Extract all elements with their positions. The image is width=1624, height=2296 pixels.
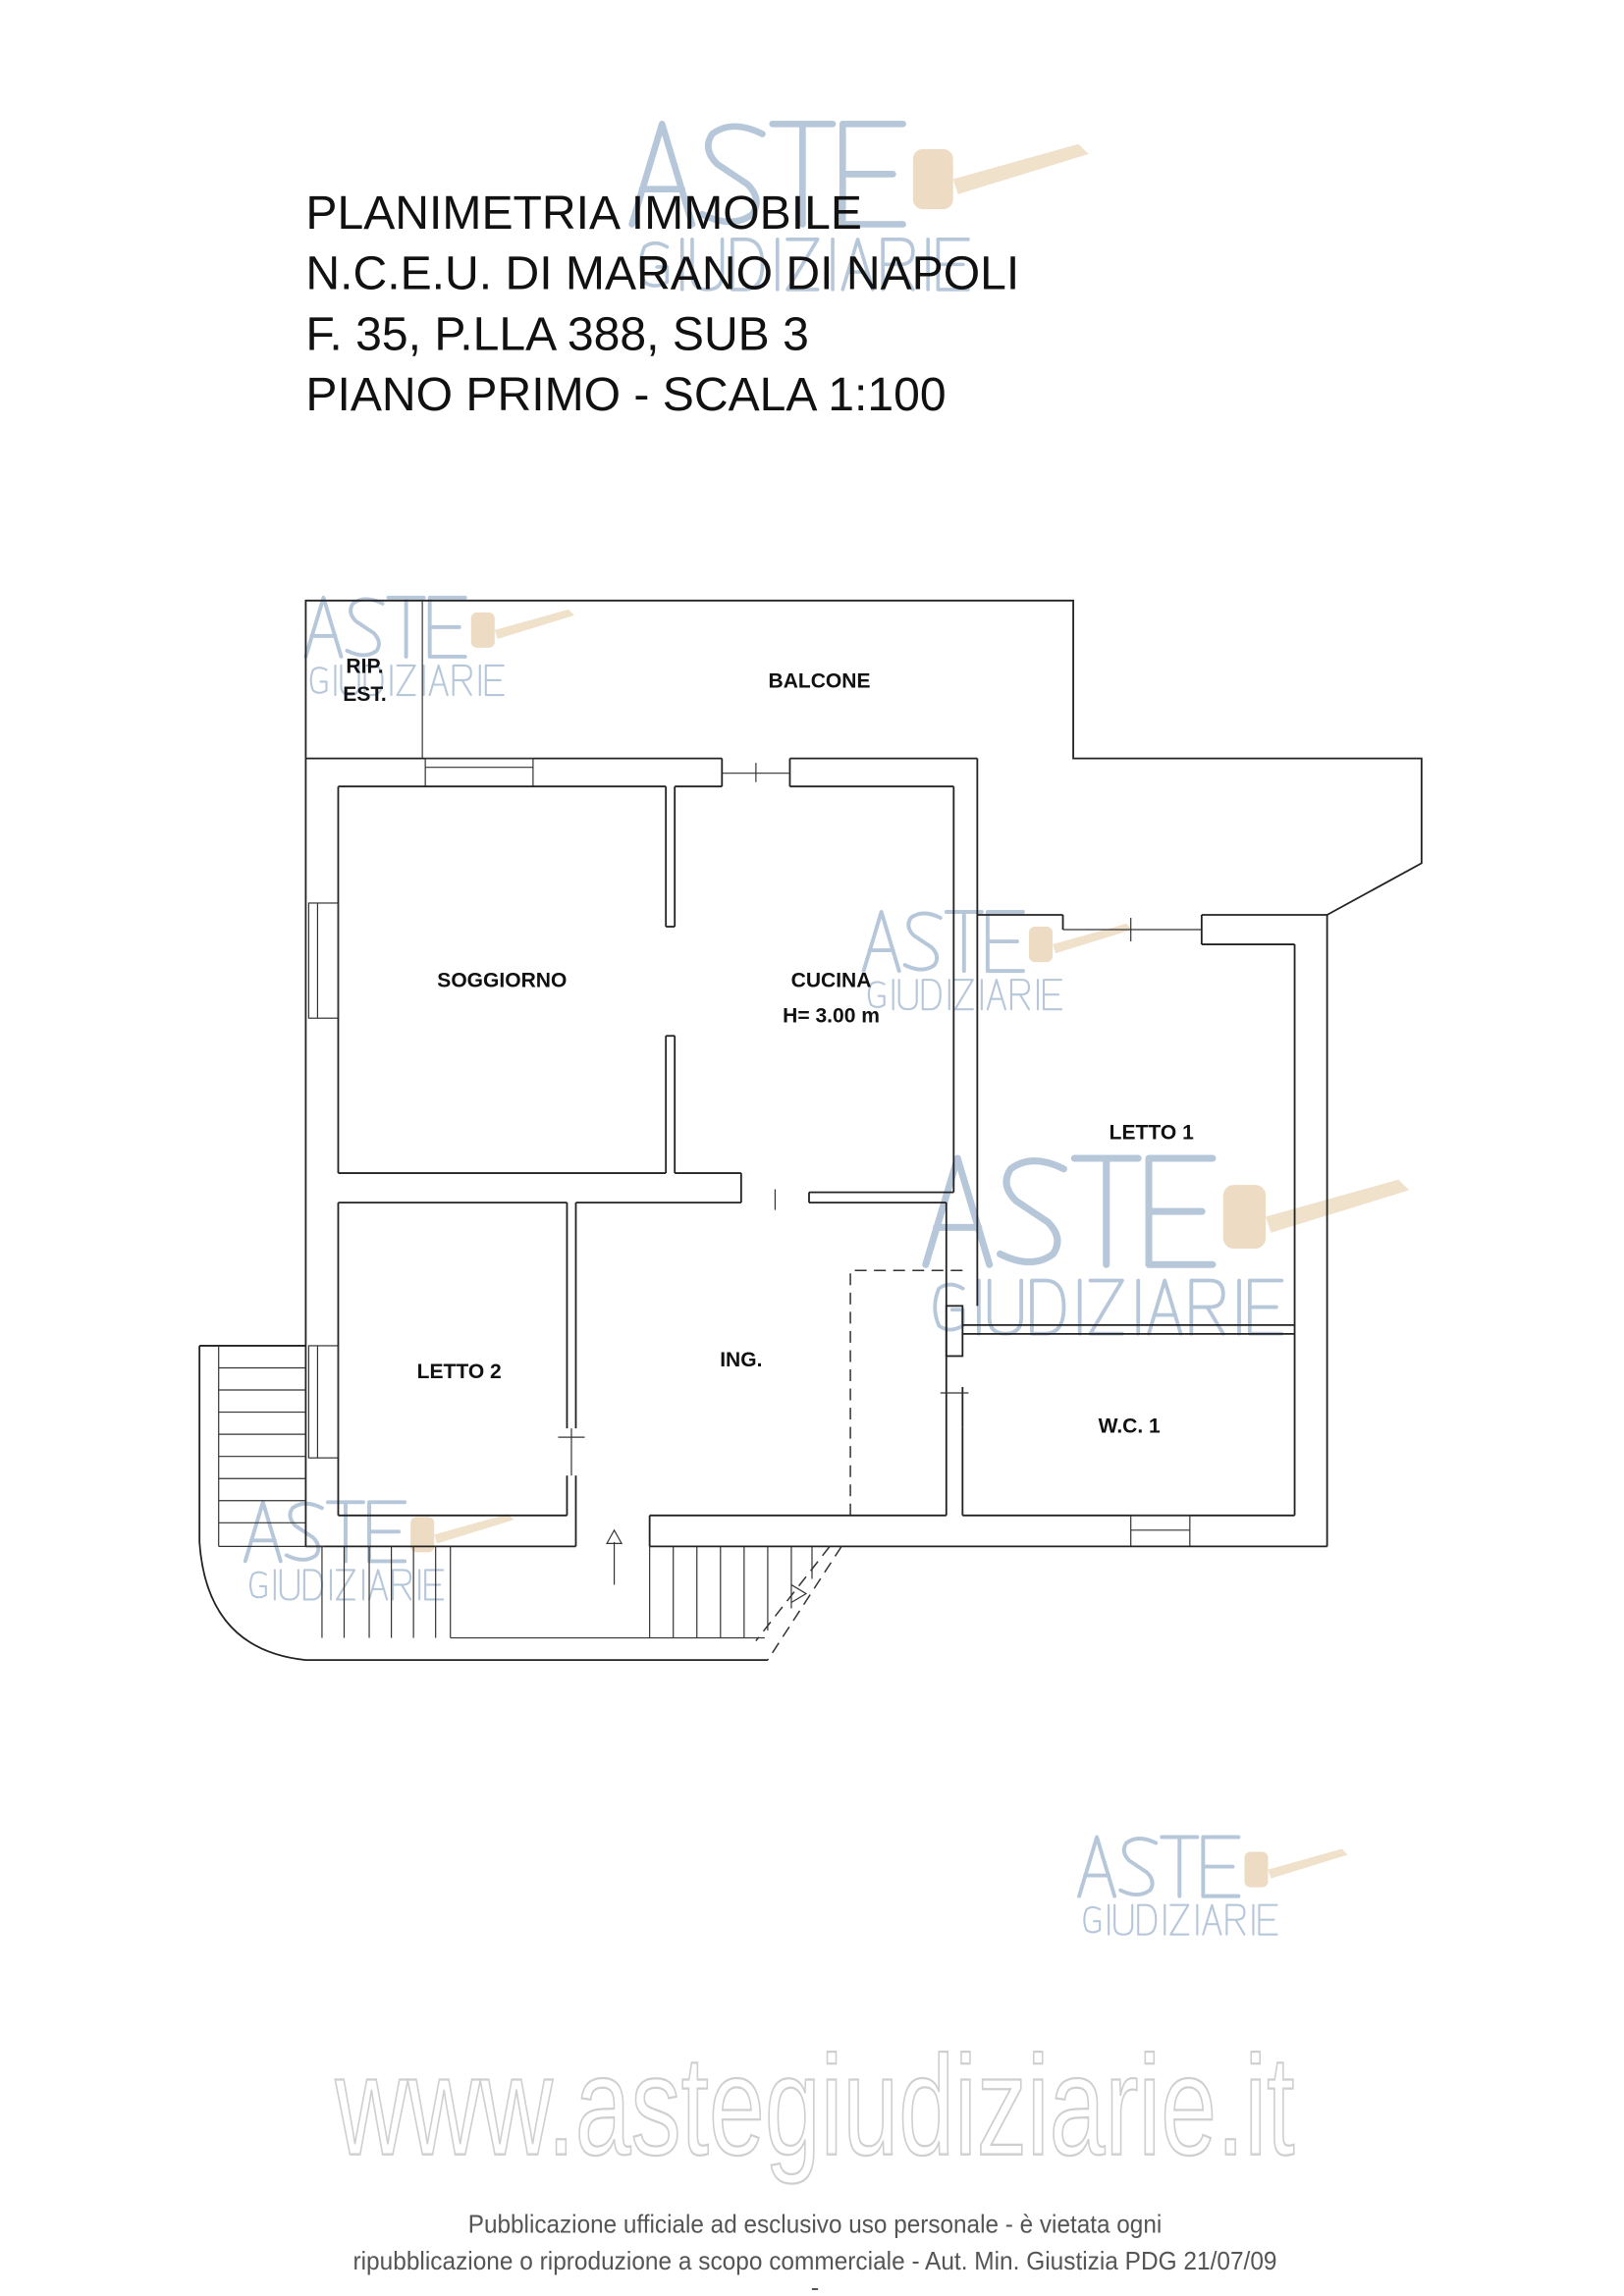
floor-plan (198, 599, 1423, 1662)
title-line-2: N.C.E.U. DI MARANO DI NAPOLI (305, 247, 1019, 300)
watermark-logo (923, 1156, 1412, 1336)
footer-line-2: ripubblicazione o riproduzione a scopo c… (353, 2248, 1277, 2275)
footer-line-3: - (811, 2274, 820, 2296)
title-line-3: F. 35, P.LLA 388, SUB 3 (305, 307, 808, 360)
title-line-4: PIANO PRIMO - SCALA 1:100 (305, 368, 946, 421)
room-label-soggiorno: SOGGIORNO (437, 970, 567, 992)
room-label-rip: RIP. (346, 655, 383, 677)
watermark-logo (862, 910, 1134, 1011)
watermark-url: www.astegiudiziarie.it (335, 2026, 1295, 2185)
room-label-est: EST. (343, 683, 386, 706)
room-label-balcone: BALCONE (769, 669, 871, 692)
watermark-logo (1078, 1836, 1349, 1936)
room-labels: RIP. EST. BALCONE SOGGIORNO CUCINA H= 3.… (343, 655, 1194, 1437)
watermark-logo (304, 596, 576, 697)
room-label-letto1: LETTO 1 (1110, 1121, 1194, 1144)
room-label-wc1: W.C. 1 (1099, 1415, 1161, 1438)
room-label-cucina-height: H= 3.00 m (783, 1005, 880, 1028)
title-line-1: PLANIMETRIA IMMOBILE (305, 187, 862, 240)
footer-line-1: Pubblicazione ufficiale ad esclusivo uso… (468, 2211, 1163, 2238)
room-label-cucina: CUCINA (791, 970, 872, 992)
title-block: PLANIMETRIA IMMOBILE N.C.E.U. DI MARANO … (305, 187, 1019, 421)
room-label-ingresso: ING. (720, 1349, 762, 1371)
watermark-logo (244, 1501, 515, 1601)
room-label-letto2: LETTO 2 (417, 1361, 502, 1383)
